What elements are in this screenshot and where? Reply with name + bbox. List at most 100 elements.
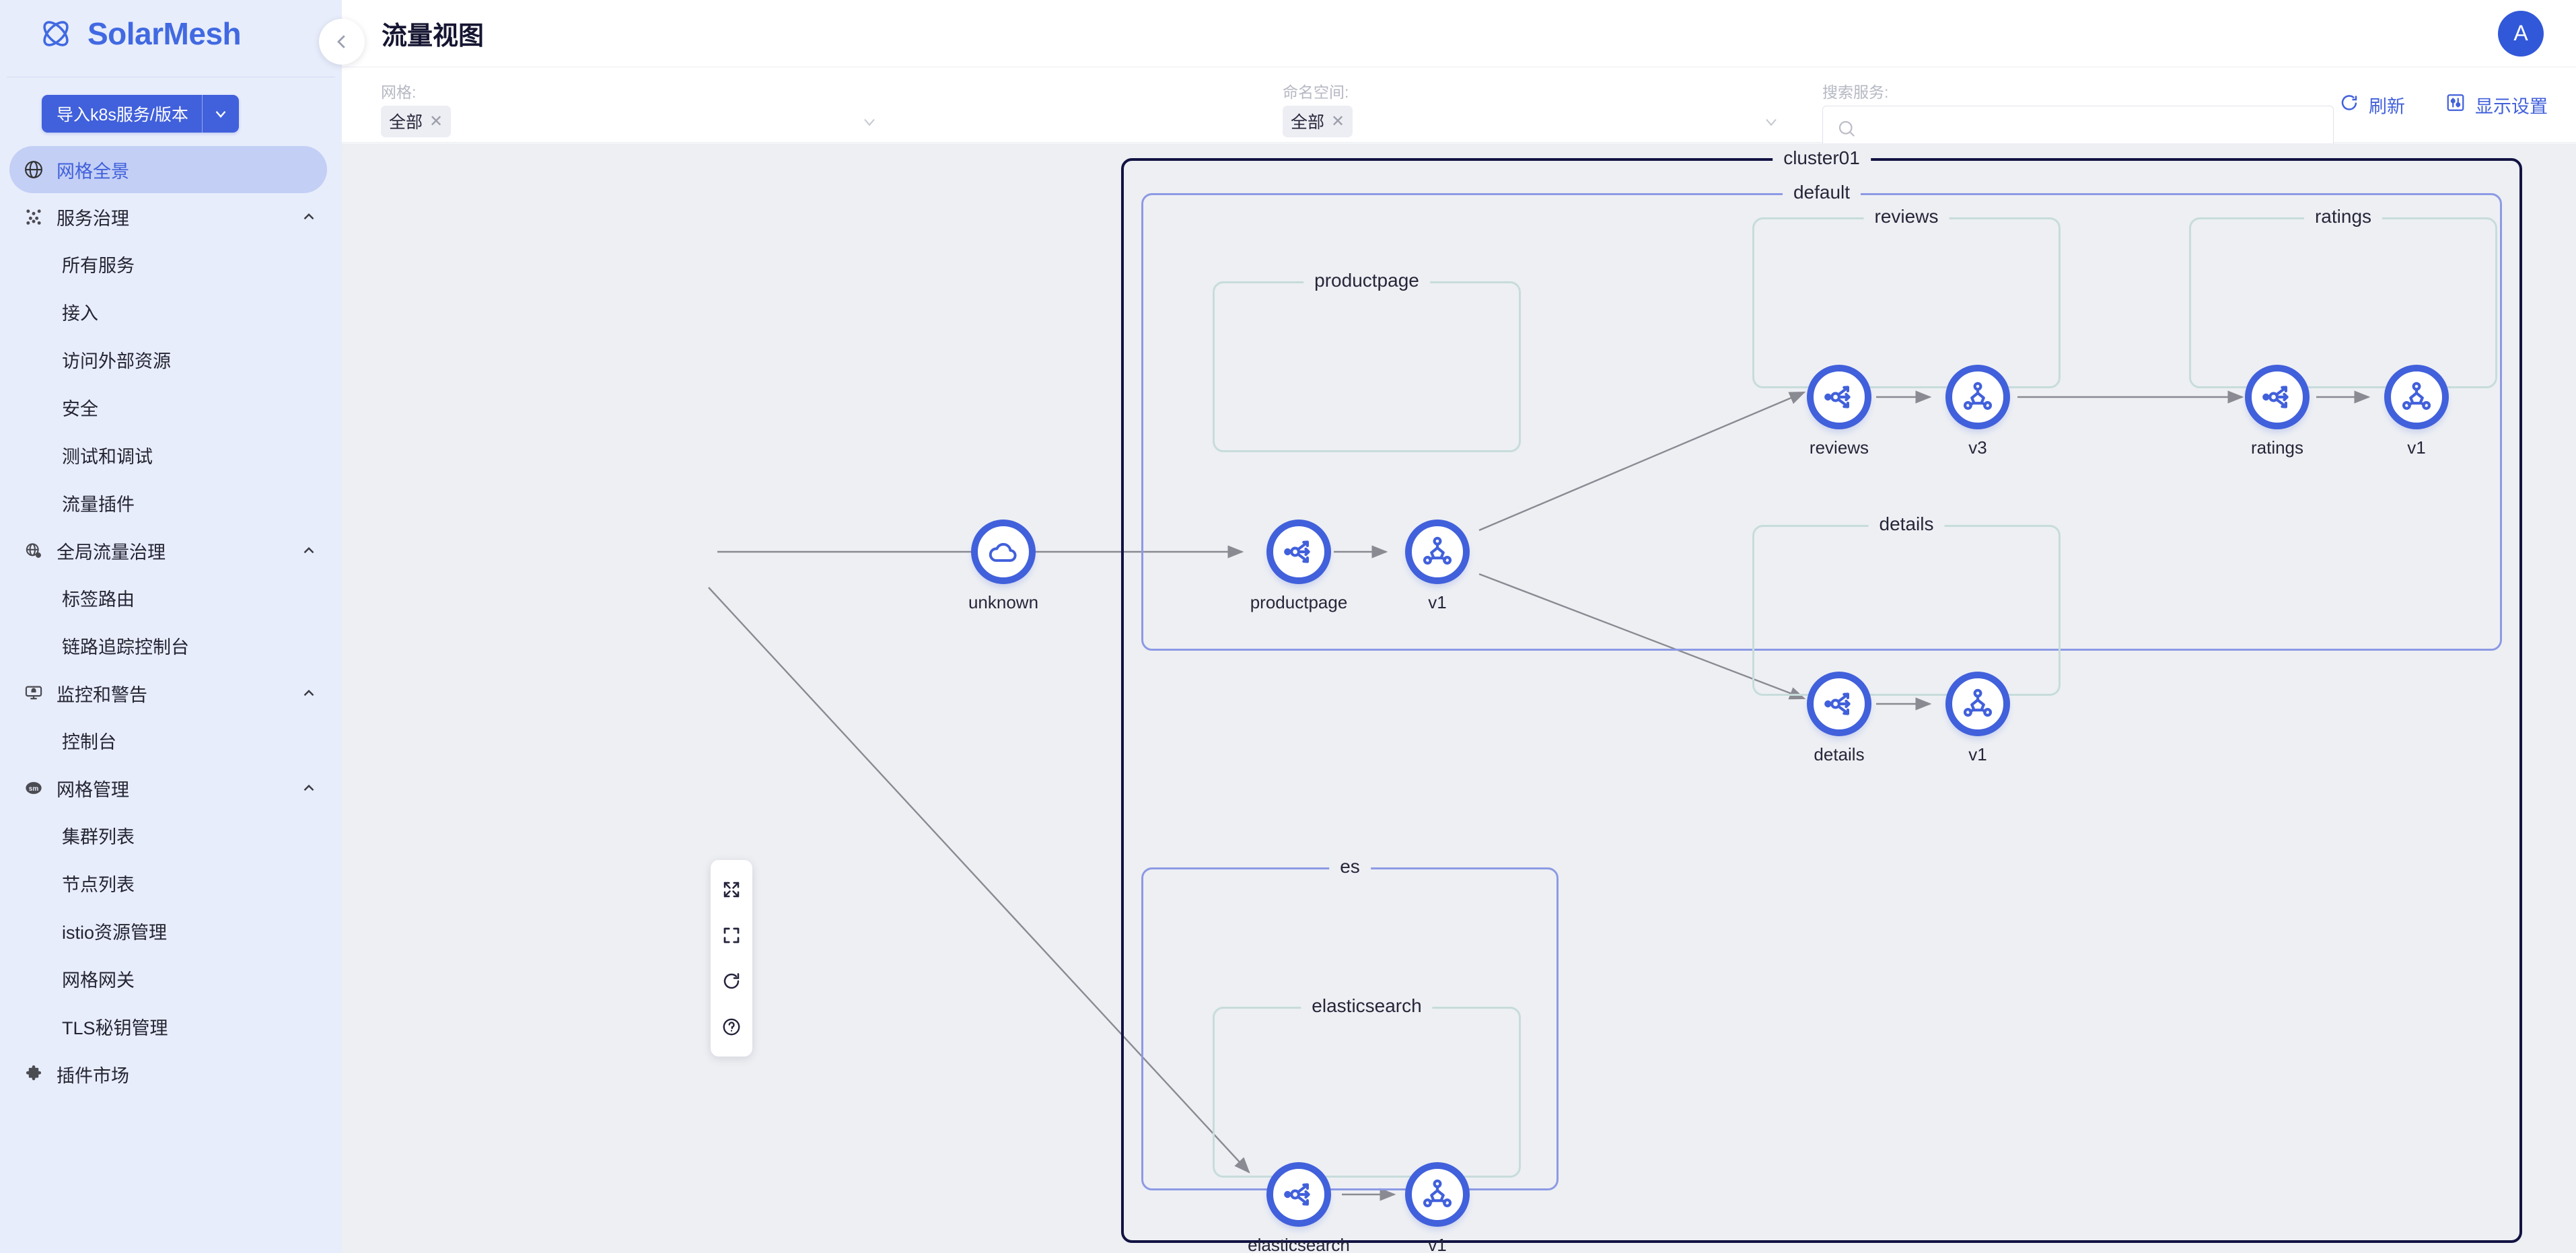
chevron-up-icon[interactable] — [300, 684, 318, 702]
globe-gear-icon — [20, 541, 47, 560]
close-icon[interactable]: ✕ — [1331, 112, 1345, 131]
graph-service-elasticsearch[interactable]: elasticsearch — [1213, 995, 1521, 1178]
node-label: unknown — [968, 592, 1039, 612]
fit-screen-icon[interactable] — [711, 912, 752, 958]
sidebar-item-external-resources[interactable]: 访问外部资源 — [0, 336, 342, 384]
sidebar-item-all-services[interactable]: 所有服务 — [0, 240, 342, 288]
help-icon[interactable] — [711, 1004, 752, 1050]
namespace-selected-tag[interactable]: 全部 ✕ — [1283, 106, 1353, 137]
sidebar-item-label: 安全 — [62, 399, 98, 419]
display-settings-label: 显示设置 — [2475, 96, 2548, 116]
close-icon[interactable]: ✕ — [429, 112, 443, 131]
namespace-label: default — [1782, 182, 1861, 203]
chevron-up-icon[interactable] — [300, 779, 318, 797]
sidebar-item-tracing-console[interactable]: 链路追踪控制台 — [0, 622, 342, 670]
namespace-select[interactable]: 全部 ✕ — [1283, 106, 1781, 137]
sidebar-item-label-routing[interactable]: 标签路由 — [0, 574, 342, 622]
service-label: elasticsearch — [1301, 995, 1433, 1017]
mesh-filter-label: 网格: — [381, 83, 417, 101]
display-settings-button[interactable]: 显示设置 — [2445, 92, 2548, 118]
mesh-select[interactable]: 全部 ✕ — [381, 106, 879, 137]
chevron-left-icon[interactable] — [319, 19, 365, 65]
sidebar-item-mesh-overview[interactable]: 网格全景 — [9, 146, 327, 193]
chevron-up-icon[interactable] — [300, 208, 318, 225]
sidebar-item-label: 测试和调试 — [62, 447, 153, 467]
sidebar-item-test-debug[interactable]: 测试和调试 — [0, 431, 342, 479]
avatar[interactable]: A — [2498, 10, 2544, 57]
version-icon[interactable] — [1405, 520, 1470, 584]
sidebar-item-tls-keys[interactable]: TLS秘钥管理 — [0, 1003, 342, 1050]
sidebar-item-label: 插件市场 — [57, 1065, 129, 1086]
canvas-toolbar — [711, 860, 752, 1057]
graph-service-productpage[interactable]: productpage — [1213, 270, 1521, 452]
sidebar-group-label: 服务治理 — [57, 208, 129, 229]
sidebar-item-mesh-gateway[interactable]: 网格网关 — [0, 955, 342, 1003]
service-icon[interactable] — [1807, 672, 1871, 736]
node-label: v1 — [1428, 592, 1447, 612]
sidebar-item-security[interactable]: 安全 — [0, 384, 342, 431]
sidebar-item-ingress[interactable]: 接入 — [0, 288, 342, 336]
version-icon[interactable] — [1945, 365, 2010, 429]
service-label: productpage — [1303, 270, 1430, 291]
chevron-up-icon[interactable] — [300, 542, 318, 559]
chevron-down-icon[interactable] — [860, 112, 879, 131]
avatar-initial: A — [2513, 21, 2528, 45]
sidebar-item-plugin-market[interactable]: 插件市场 — [0, 1050, 342, 1098]
sidebar-group-service-governance[interactable]: 服务治理 — [0, 193, 342, 240]
refresh-label: 刷新 — [2369, 96, 2405, 116]
page-title: 流量视图 — [382, 22, 485, 50]
sidebar-item-traffic-plugin[interactable]: 流量插件 — [0, 479, 342, 527]
sidebar-item-label: 网格全景 — [57, 161, 129, 182]
graph-service-reviews[interactable]: reviews — [1752, 206, 2061, 388]
version-icon[interactable] — [2384, 365, 2449, 429]
sidebar-item-label: 链路追踪控制台 — [62, 637, 189, 657]
sidebar-item-label: 访问外部资源 — [62, 351, 171, 371]
brand[interactable]: SolarMesh — [0, 0, 342, 67]
dots-grid-icon — [20, 207, 47, 226]
sidebar-item-istio-resources[interactable]: istio资源管理 — [0, 907, 342, 955]
sidebar-group-mesh-management[interactable]: sm 网格管理 — [0, 764, 342, 812]
sidebar-group-label: 全局流量治理 — [57, 542, 166, 563]
sidebar-nav: 网格全景 服务治理 所有服务 接入 访问外部资源 安全 测试和调 — [0, 146, 342, 1098]
sidebar-item-label: 流量插件 — [62, 495, 135, 515]
mesh-badge-icon: sm — [20, 779, 47, 797]
import-k8s-service-button[interactable]: 导入k8s服务/版本 — [42, 95, 239, 133]
filter-bar: 网格: 全部 ✕ 命名空间: 全部 ✕ — [342, 67, 2576, 154]
sidebar-group-monitoring-alerts[interactable]: 监控和警告 — [0, 670, 342, 717]
sidebar-item-label: 接入 — [62, 303, 98, 324]
graph-cluster-cluster01[interactable]: cluster01 — [1121, 147, 2522, 1243]
sidebar-item-label: 标签路由 — [62, 589, 135, 610]
service-icon[interactable] — [1266, 1162, 1331, 1227]
sidebar-item-label: 控制台 — [62, 732, 116, 752]
service-icon[interactable] — [1266, 520, 1331, 584]
sidebar-item-console[interactable]: 控制台 — [0, 717, 342, 764]
service-icon[interactable] — [2245, 365, 2310, 429]
node-label: reviews — [1809, 437, 1869, 458]
refresh-button[interactable]: 刷新 — [2339, 92, 2405, 118]
chevron-down-icon[interactable] — [203, 95, 239, 133]
cloud-icon[interactable] — [971, 520, 1036, 584]
traffic-graph-canvas[interactable]: cluster01 default es productpage reviews… — [342, 143, 2576, 1253]
sidebar-item-cluster-list[interactable]: 集群列表 — [0, 812, 342, 859]
search-input[interactable] — [1866, 120, 2320, 140]
chevron-down-icon[interactable] — [1762, 112, 1781, 131]
version-icon[interactable] — [1405, 1162, 1470, 1227]
graph-service-ratings[interactable]: ratings — [2189, 206, 2497, 388]
graph-namespace-default[interactable]: default — [1141, 182, 2502, 651]
sidebar-item-node-list[interactable]: 节点列表 — [0, 859, 342, 907]
sidebar-group-label: 网格管理 — [57, 779, 129, 800]
service-label: reviews — [1863, 206, 1949, 227]
svg-text:sm: sm — [29, 785, 39, 793]
sidebar-item-label: 网格网关 — [62, 970, 135, 991]
graph-namespace-es[interactable]: es — [1141, 856, 1559, 1190]
sidebar-group-global-traffic[interactable]: 全局流量治理 — [0, 527, 342, 574]
service-icon[interactable] — [1807, 365, 1871, 429]
mesh-selected-tag[interactable]: 全部 ✕ — [381, 106, 452, 137]
brand-name: SolarMesh — [87, 16, 242, 51]
graph-service-details[interactable]: details — [1752, 513, 2061, 696]
reload-icon[interactable] — [711, 958, 752, 1004]
version-icon[interactable] — [1945, 672, 2010, 736]
expand-arrows-icon[interactable] — [711, 867, 752, 912]
puzzle-icon — [20, 1065, 47, 1083]
